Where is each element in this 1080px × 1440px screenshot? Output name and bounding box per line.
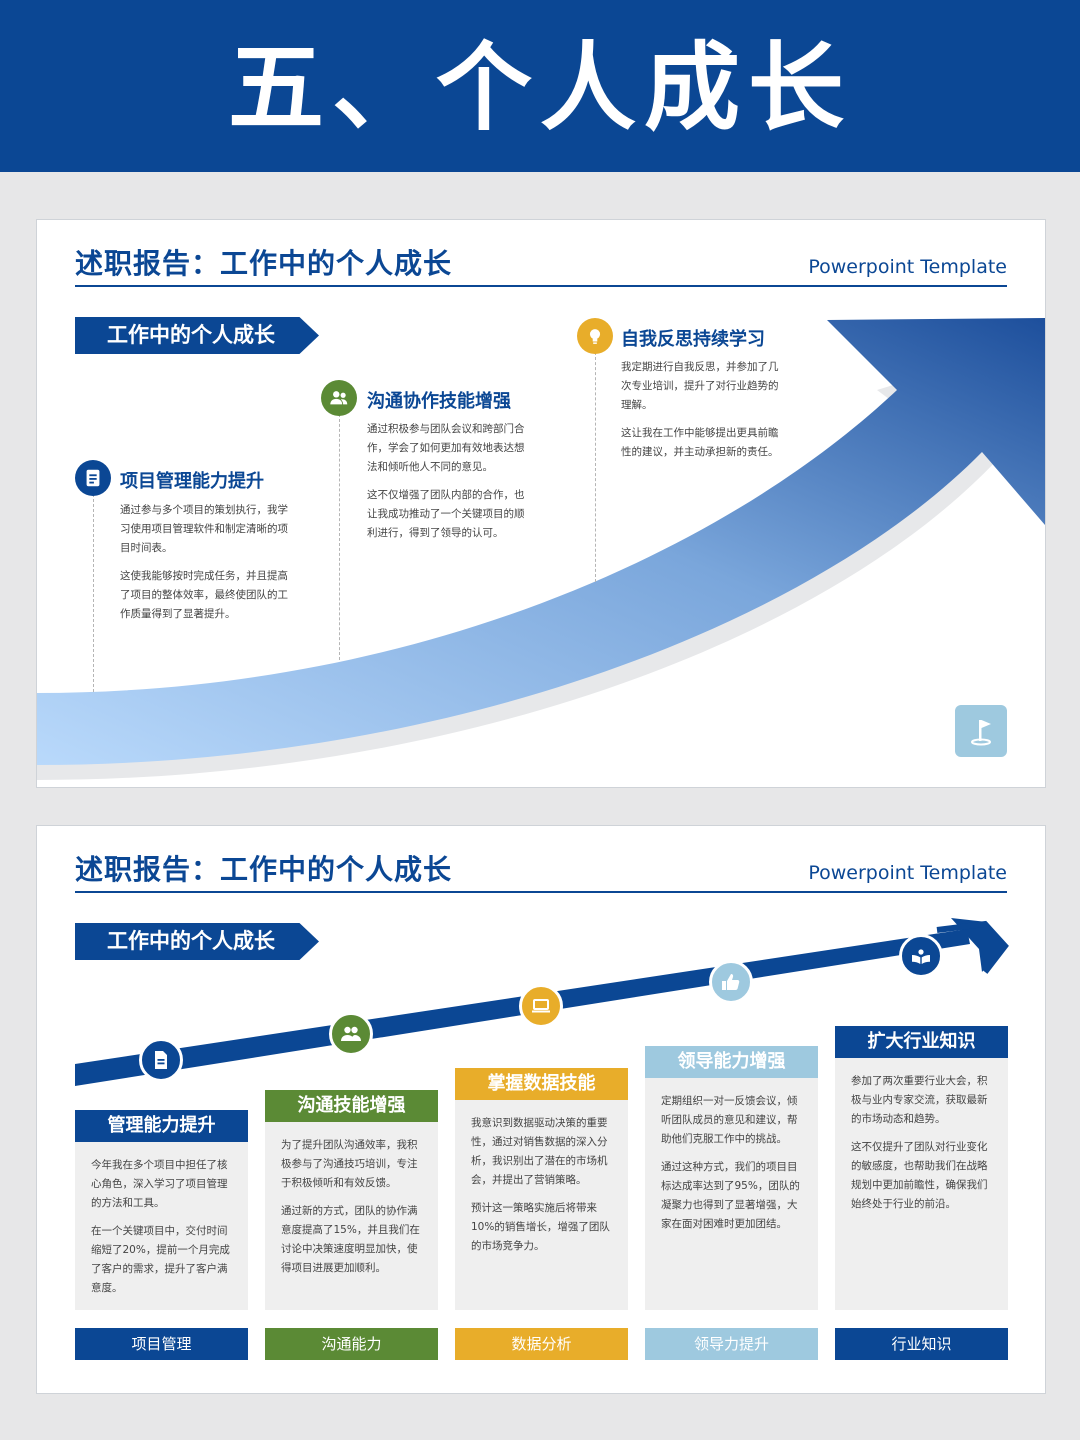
column-heading: 领导能力增强 (645, 1046, 818, 1078)
column-body: 为了提升团队沟通效率，我积极参与了沟通技巧培训，专注于积极倾听和有效反馈。 通过… (265, 1122, 438, 1310)
title-divider (75, 285, 1007, 287)
column-heading: 沟通技能增强 (265, 1090, 438, 1122)
item-description: 通过积极参与团队会议和跨部门合作，学会了如何更加有效地表达想法和倾听他人不同的意… (367, 420, 529, 543)
column-paragraph: 预计这一策略实施后将带来10%的销售增长，增强了团队的市场竞争力。 (471, 1202, 610, 1252)
column-paragraph: 通过新的方式，团队的协作满意度提高了15%，并且我们在讨论中决策速度明显加快，使… (281, 1205, 420, 1274)
dashed-connector (339, 414, 340, 660)
slide-subtitle: Powerpoint Template (808, 862, 1007, 884)
laptop-icon (519, 984, 563, 1028)
item-paragraph: 这不仅增强了团队内部的合作，也让我成功推动了一个关键项目的顺利进行，得到了领导的… (367, 489, 525, 539)
people-icon (329, 1012, 373, 1056)
book-icon (899, 934, 943, 978)
column-paragraph: 今年我在多个项目中担任了核心角色，深入学习了项目管理的方法和工具。 (91, 1159, 228, 1209)
column-body: 今年我在多个项目中担任了核心角色，深入学习了项目管理的方法和工具。 在一个关键项… (75, 1142, 248, 1310)
column-heading: 管理能力提升 (75, 1110, 248, 1142)
header-banner: 五、个人成长 (0, 0, 1080, 172)
column-heading: 掌握数据技能 (455, 1068, 628, 1100)
column-heading: 扩大行业知识 (835, 1026, 1008, 1058)
item-heading: 沟通协作技能增强 (367, 391, 511, 412)
column-footer-label: 数据分析 (455, 1328, 628, 1360)
section-tag: 工作中的个人成长 (75, 317, 319, 354)
growth-arrow-graphic (37, 318, 1045, 780)
lightbulb-icon (577, 318, 613, 354)
people-icon (321, 380, 357, 416)
column-paragraph: 为了提升团队沟通效率，我积极参与了沟通技巧培训，专注于积极倾听和有效反馈。 (281, 1139, 418, 1189)
title-divider (75, 891, 1007, 893)
dashed-connector (595, 352, 596, 582)
golf-flag-icon (955, 705, 1007, 757)
item-paragraph: 通过参与多个项目的策划执行，我学习使用项目管理软件和制定清晰的项目时间表。 (120, 504, 288, 554)
column-body: 参加了两次重要行业大会，积极与业内专家交流，获取最新的市场动态和趋势。 这不仅提… (835, 1058, 1008, 1310)
section-tag: 工作中的个人成长 (75, 923, 319, 960)
item-paragraph: 这使我能够按时完成任务，并且提高了项目的整体效率，最终使团队的工作质量得到了显著… (120, 570, 288, 620)
column-paragraph: 通过这种方式，我们的项目目标达成率达到了95%，团队的凝聚力也得到了显著增强，大… (661, 1161, 800, 1230)
slide-timeline-growth: 述职报告：工作中的个人成长 Powerpoint Template 工作中的个人… (36, 825, 1046, 1394)
column-paragraph: 我意识到数据驱动决策的重要性，通过对销售数据的深入分析，我识别出了潜在的市场机会… (471, 1117, 608, 1186)
column-footer-label: 行业知识 (835, 1328, 1008, 1360)
thumbs-up-icon (709, 960, 753, 1004)
document-icon (75, 460, 111, 496)
slide-subtitle: Powerpoint Template (808, 256, 1007, 278)
item-heading: 自我反思持续学习 (621, 329, 765, 350)
item-heading: 项目管理能力提升 (120, 471, 264, 492)
item-description: 通过参与多个项目的策划执行，我学习使用项目管理软件和制定清晰的项目时间表。 这使… (120, 501, 288, 624)
item-description: 我定期进行自我反思，并参加了几次专业培训，提升了对行业趋势的理解。 这让我在工作… (621, 358, 785, 462)
item-paragraph: 这让我在工作中能够提出更具前瞻性的建议，并主动承担新的责任。 (621, 427, 779, 458)
column-body: 我意识到数据驱动决策的重要性，通过对销售数据的深入分析，我识别出了潜在的市场机会… (455, 1100, 628, 1310)
document-icon (139, 1038, 183, 1082)
column-footer-label: 领导力提升 (645, 1328, 818, 1360)
item-paragraph: 我定期进行自我反思，并参加了几次专业培训，提升了对行业趋势的理解。 (621, 361, 779, 411)
column-footer-label: 沟通能力 (265, 1328, 438, 1360)
column-paragraph: 在一个关键项目中，交付时间缩短了20%，提前一个月完成了客户的需求，提升了客户满… (91, 1225, 230, 1294)
item-paragraph: 通过积极参与团队会议和跨部门合作，学会了如何更加有效地表达想法和倾听他人不同的意… (367, 423, 525, 473)
column-paragraph: 定期组织一对一反馈会议，倾听团队成员的意见和建议，帮助他们克服工作中的挑战。 (661, 1095, 798, 1145)
column-paragraph: 这不仅提升了团队对行业变化的敏感度，也帮助我们在战略规划中更加前瞻性，确保我们始… (851, 1141, 988, 1210)
page-title: 五、个人成长 (228, 32, 852, 144)
column-paragraph: 参加了两次重要行业大会，积极与业内专家交流，获取最新的市场动态和趋势。 (851, 1075, 988, 1125)
column-body: 定期组织一对一反馈会议，倾听团队成员的意见和建议，帮助他们克服工作中的挑战。 通… (645, 1078, 818, 1310)
dashed-connector (93, 494, 94, 692)
slide-title: 述职报告：工作中的个人成长 (75, 853, 453, 886)
column-footer-label: 项目管理 (75, 1328, 248, 1360)
slide-title: 述职报告：工作中的个人成长 (75, 247, 453, 280)
slide-curve-growth: 述职报告：工作中的个人成长 Powerpoint Template 工作中的个人… (36, 219, 1046, 788)
